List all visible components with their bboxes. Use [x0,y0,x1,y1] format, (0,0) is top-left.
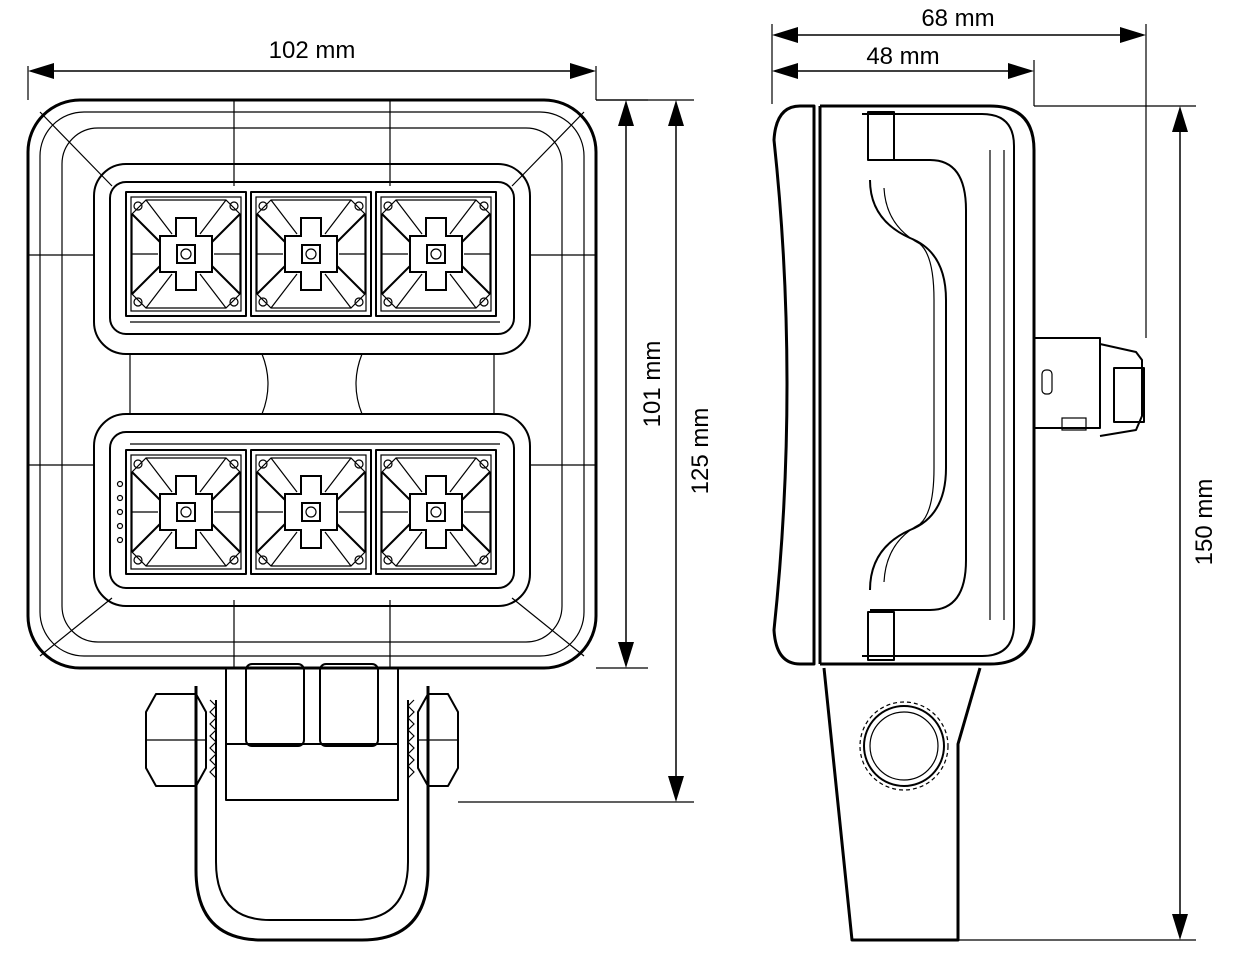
dim-side-total-height: 150 mm [1191,479,1218,566]
led-module [250,191,372,317]
led-module [250,449,372,575]
dim-side-total-depth: 68 mm [921,5,994,32]
led-module [125,191,247,317]
dim-front-total-height: 125 mm [687,408,714,495]
dim-front-width: 102 mm [269,37,356,64]
dim-front-body-height: 101 mm [639,341,666,428]
dim-side-body-depth: 48 mm [866,43,939,70]
led-module [125,449,247,575]
dimension-lines: 102 mm 101 mm 125 mm 68 mm 48 mm [27,5,1218,941]
side-view [772,104,1145,942]
led-module [375,191,497,317]
led-module [375,449,497,575]
front-view [26,98,598,942]
